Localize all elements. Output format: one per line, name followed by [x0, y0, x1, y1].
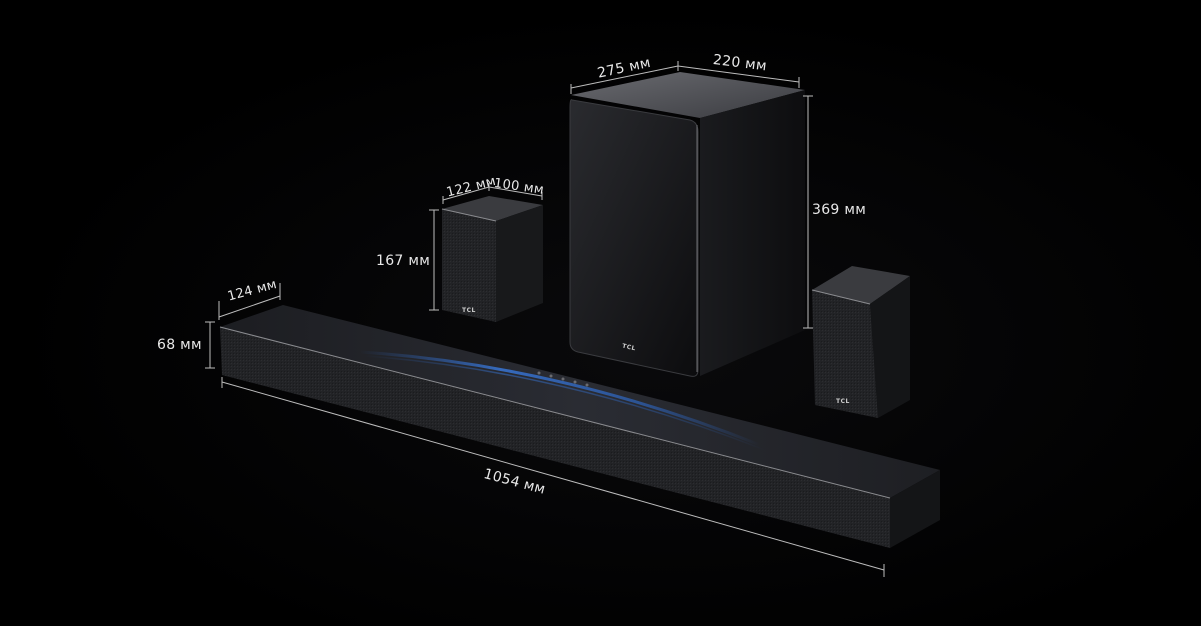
- soundbar-height-label: 68 мм: [157, 337, 202, 353]
- subwoofer: [569, 72, 805, 377]
- dimension-lines: [205, 61, 885, 577]
- rear-speaker-left-logo: TCL: [462, 307, 476, 314]
- soundbar: [219, 305, 940, 548]
- subwoofer-height-label: 369 мм: [812, 202, 867, 218]
- rear-speaker-height-label: 167 мм: [376, 253, 431, 269]
- soundbar-control-buttons: [537, 371, 589, 387]
- rear-speaker-left: [441, 196, 543, 322]
- rear-speaker-right-logo: TCL: [836, 398, 850, 405]
- rear-speaker-right: [811, 266, 910, 418]
